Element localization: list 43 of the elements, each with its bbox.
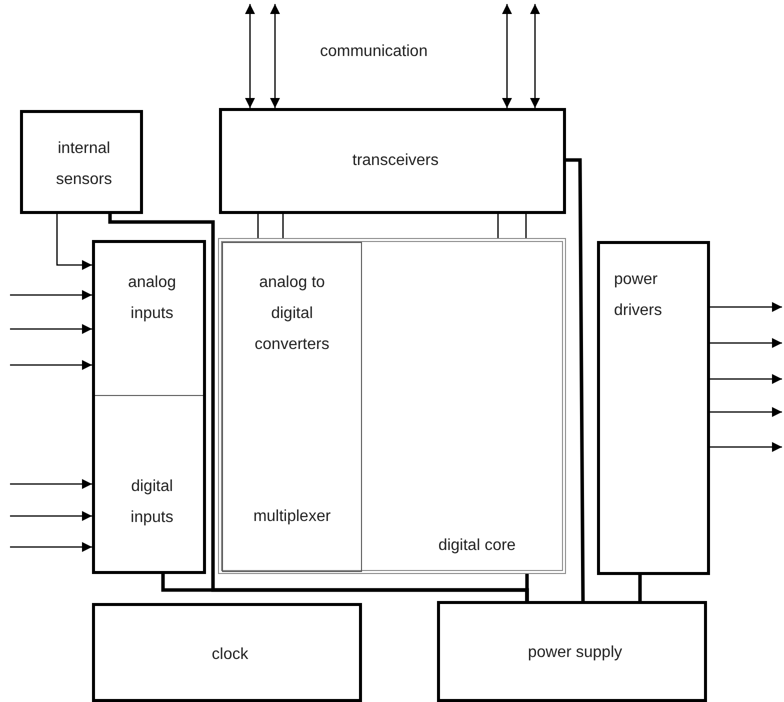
connector-line — [566, 158, 585, 602]
arrow — [10, 290, 92, 300]
block-box — [92, 395, 206, 574]
connector-line — [525, 574, 529, 601]
block-box — [92, 603, 362, 702]
block-label: power supply — [526, 643, 624, 663]
block-box — [92, 240, 206, 396]
block-label: multiplexer — [252, 507, 332, 527]
block-label: internal sensors — [54, 139, 114, 190]
block-box — [597, 241, 710, 575]
block-label: clock — [210, 645, 250, 665]
block-box — [219, 108, 566, 214]
block-label: digital inputs — [130, 477, 174, 528]
block-label: power drivers — [614, 270, 664, 321]
block-box — [437, 601, 707, 702]
arrow — [710, 407, 782, 417]
arrow — [502, 4, 512, 108]
block-box — [20, 110, 143, 214]
arrow — [710, 338, 782, 348]
block-box — [222, 242, 362, 572]
signal-label: communication — [320, 42, 428, 62]
arrow — [270, 4, 280, 108]
arrow — [245, 4, 255, 108]
connector-line — [497, 214, 499, 238]
block-label: analog to digital converters — [254, 273, 330, 355]
connector-line — [638, 575, 642, 601]
arrow — [710, 442, 782, 452]
arrow — [56, 214, 92, 270]
arrow — [710, 302, 782, 312]
arrow — [10, 542, 92, 552]
block-label: transceivers — [351, 151, 440, 171]
block-box — [218, 238, 566, 574]
arrow — [10, 479, 92, 489]
arrow — [10, 511, 92, 521]
arrow — [10, 360, 92, 370]
connector-line — [525, 214, 527, 238]
arrow — [530, 4, 540, 108]
arrow — [710, 374, 782, 384]
block-label: digital core — [437, 536, 517, 556]
block-label: analog inputs — [126, 273, 178, 324]
connector-line — [257, 214, 259, 238]
arrow — [10, 324, 92, 334]
connector-line — [282, 214, 284, 238]
